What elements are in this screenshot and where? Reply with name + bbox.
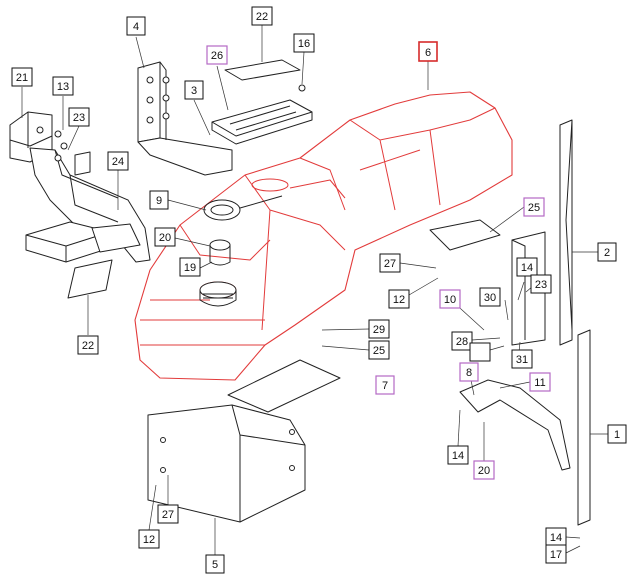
svg-text:20: 20 (159, 232, 171, 244)
callout-16: 17 (545, 544, 567, 564)
left-mount-bracket (9, 111, 151, 299)
svg-text:1: 1 (614, 429, 620, 441)
fuel-sender-unit (203, 195, 283, 221)
callout-12-bottom: 12 (138, 529, 160, 549)
svg-text:5: 5 (212, 559, 218, 571)
svg-text:14: 14 (452, 450, 464, 462)
callout-22-top: 22 (251, 6, 273, 26)
svg-text:6: 6 (425, 47, 431, 59)
callout-7: 7 (375, 375, 395, 395)
svg-text:27: 27 (162, 509, 174, 521)
svg-text:16: 16 (298, 38, 310, 50)
callout-11: 11 (529, 372, 551, 392)
svg-text:21: 21 (16, 72, 28, 84)
svg-text:12: 12 (393, 294, 405, 306)
tank-strap-lower (577, 329, 591, 526)
callout-14-mid: 14 (447, 445, 469, 465)
svg-text:14: 14 (521, 262, 533, 274)
svg-text:25: 25 (373, 345, 385, 357)
callout-28: 29 (368, 319, 390, 339)
svg-text:29: 29 (373, 324, 385, 336)
svg-text:11: 11 (534, 377, 545, 389)
svg-text:22: 22 (82, 340, 94, 352)
center-mount-plate (429, 219, 501, 251)
filler-strainer (209, 239, 231, 266)
top-pad (224, 59, 301, 81)
callout-18: 20 (154, 227, 176, 247)
callout-3: 3 (184, 80, 204, 100)
callout-13: 13 (52, 76, 74, 96)
callout-9: 9 (149, 190, 169, 210)
top-bolt (298, 84, 306, 92)
callout-27-bottom: 27 (157, 504, 179, 524)
callout-20: 20 (473, 460, 495, 480)
svg-text:31: 31 (516, 354, 528, 366)
top-support-bracket (137, 61, 233, 176)
callout-17: 19 (179, 257, 201, 277)
callout-26: 26 (206, 45, 228, 65)
svg-text:14: 14 (550, 532, 562, 544)
callout-27-mid: 27 (379, 253, 401, 273)
svg-text:3: 3 (191, 85, 197, 97)
callout-6: 6 (418, 41, 438, 62)
callout-31 (469, 342, 491, 362)
svg-text:8: 8 (466, 367, 472, 379)
lower-heat-shield (147, 359, 341, 523)
leader-lines (21, 25, 608, 555)
svg-text:13: 13 (57, 81, 69, 93)
callout-19: 21 (11, 67, 33, 87)
callout-10: 10 (439, 289, 461, 309)
svg-text:7: 7 (382, 380, 388, 392)
fuel-tank (134, 91, 513, 381)
svg-text:20: 20 (478, 465, 490, 477)
svg-text:17: 17 (550, 549, 562, 561)
callout-23-right: 23 (530, 274, 552, 294)
svg-text:22: 22 (256, 11, 268, 23)
callout-14-bottom: 14 (545, 527, 567, 547)
svg-text:27: 27 (384, 258, 396, 270)
svg-text:28: 28 (456, 336, 468, 348)
callout-2: 2 (597, 242, 617, 262)
svg-text:26: 26 (211, 50, 223, 62)
callout-29: 30 (479, 287, 501, 307)
callout-labels: 21 13 23 24 22 4 3 26 22 16 6 9 20 19 25… (11, 6, 627, 574)
callout-15: 16 (293, 33, 315, 53)
callout-4: 4 (126, 16, 146, 36)
svg-text:19: 19 (184, 262, 196, 274)
callout-25: 25 (368, 340, 390, 360)
svg-text:12: 12 (143, 534, 155, 546)
callout-27-right: 28 (451, 331, 473, 351)
svg-text:23: 23 (73, 112, 85, 124)
callout-5: 5 (205, 554, 225, 574)
svg-text:4: 4 (133, 21, 139, 33)
filler-neck-ring (199, 281, 237, 307)
callout-30: 31 (511, 349, 533, 369)
callout-21: 25 (523, 197, 545, 217)
callout-1: 1 (607, 424, 627, 444)
svg-text:10: 10 (444, 294, 456, 306)
svg-text:2: 2 (604, 247, 610, 259)
callout-23: 23 (68, 107, 90, 127)
callout-24: 24 (107, 151, 129, 171)
callout-12-mid: 12 (388, 289, 410, 309)
callout-22-left: 22 (77, 335, 99, 355)
svg-text:23: 23 (535, 279, 547, 291)
svg-text:30: 30 (484, 292, 496, 304)
callout-8: 8 (459, 362, 479, 382)
strap-hinge-arm (459, 379, 571, 471)
callout-14-top: 14 (516, 257, 538, 277)
svg-text:25: 25 (528, 202, 540, 214)
top-mount-plate (211, 99, 313, 145)
tank-strap-upper (559, 119, 573, 346)
svg-text:9: 9 (156, 195, 162, 207)
svg-text:24: 24 (112, 156, 124, 168)
